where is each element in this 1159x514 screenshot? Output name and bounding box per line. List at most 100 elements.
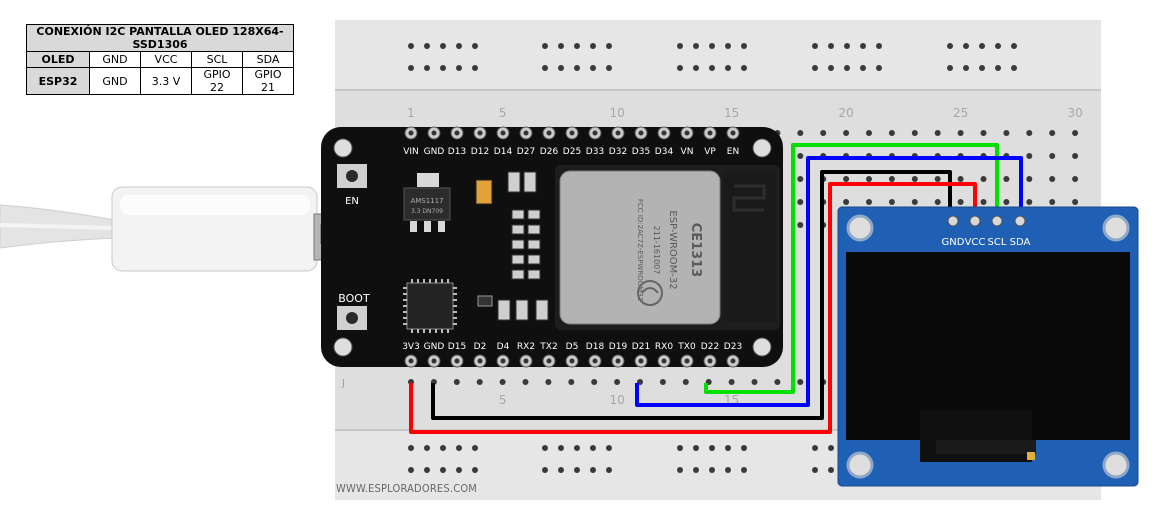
usb-cable <box>0 186 371 272</box>
grid-hole <box>888 130 895 136</box>
smd-component <box>511 209 525 220</box>
grid-hole <box>499 379 506 385</box>
connection-table: CONEXIÓN I2C PANTALLA OLED 128X64-SSD130… <box>26 24 294 95</box>
oled-pin-pad <box>991 215 1003 227</box>
rail-hole <box>574 467 580 473</box>
header-pin-hole <box>661 358 667 364</box>
rail-hole <box>677 43 683 49</box>
pin-label: TX2 <box>539 342 557 352</box>
rail-hole <box>574 445 580 451</box>
header-pin-hole <box>477 130 483 136</box>
grid-hole <box>1026 130 1033 136</box>
chip-pin <box>417 279 419 283</box>
regulator-leg <box>410 221 417 232</box>
regulator <box>403 187 451 221</box>
grid-hole <box>888 199 895 205</box>
header-pin-hole <box>523 130 529 136</box>
rail-hole <box>709 65 715 71</box>
pin-label: D12 <box>471 147 489 157</box>
rail-hole <box>844 65 850 71</box>
grid-hole <box>957 176 964 182</box>
chip-pin <box>453 305 457 307</box>
grid-hole <box>866 130 872 136</box>
chip-pin <box>403 305 407 307</box>
rail-hole <box>677 445 683 451</box>
row-header: OLED <box>26 51 90 68</box>
smd-component <box>497 299 511 321</box>
table-cell: GND <box>89 67 141 95</box>
header-pin-hole <box>707 130 713 136</box>
oled-mounting-hole <box>1102 451 1130 479</box>
column-number: 5 <box>499 106 507 120</box>
rail-hole <box>828 445 834 451</box>
rail-hole <box>590 43 596 49</box>
grid-hole <box>659 379 666 385</box>
chip-pin <box>403 287 407 289</box>
header-pin-hole <box>684 130 690 136</box>
mounting-hole <box>333 138 353 158</box>
grid-hole <box>1003 199 1010 205</box>
rail-hole <box>812 467 818 473</box>
grid-hole <box>797 379 804 385</box>
rail-hole <box>440 43 446 49</box>
smd-component <box>515 299 529 321</box>
pin-label: VIN <box>403 147 419 157</box>
pin-label: EN <box>727 147 739 157</box>
grid-hole <box>1072 153 1079 159</box>
pin-label: D21 <box>632 342 650 352</box>
rail-hole <box>828 467 834 473</box>
grid-hole <box>866 176 872 182</box>
rail-hole <box>424 467 430 473</box>
pin-label: D4 <box>497 342 510 352</box>
watermark: WWW.ESPLORADORES.COM <box>336 482 478 495</box>
rail-hole <box>590 65 596 71</box>
pin-label: RX0 <box>655 342 673 352</box>
rail-hole <box>1011 65 1017 71</box>
mounting-hole <box>333 337 353 357</box>
oled-pin-label: SDA <box>1010 237 1031 248</box>
rail-hole <box>1011 43 1017 49</box>
header-pin-hole <box>730 358 736 364</box>
rail-hole <box>860 43 866 49</box>
pin-label: D19 <box>609 342 628 352</box>
rail-hole <box>408 445 414 451</box>
rail-hole <box>574 65 580 71</box>
chip-pin <box>403 323 407 325</box>
rail-hole <box>741 445 747 451</box>
table-cell: GND <box>89 51 141 68</box>
header-pin-hole <box>500 358 506 364</box>
grid-hole <box>1049 199 1056 205</box>
oled-pin-label: SCL <box>988 237 1007 248</box>
rail-hole <box>440 445 446 451</box>
header-pin-hole <box>431 358 437 364</box>
rail-hole <box>606 65 612 71</box>
regulator-sublabel: 3.3 DN709 <box>411 208 443 215</box>
header-pin-hole <box>477 358 483 364</box>
rail-hole <box>876 65 882 71</box>
power-rail-top <box>335 20 1101 90</box>
rail-hole <box>741 65 747 71</box>
grid-hole <box>866 199 872 205</box>
rail-hole <box>590 467 596 473</box>
pin-label: RX2 <box>517 342 535 352</box>
column-number: 10 <box>609 106 624 120</box>
oled-pin-label: GND <box>942 237 965 248</box>
smd-component <box>527 209 541 220</box>
grid-hole <box>1049 153 1056 159</box>
rail-hole <box>828 43 834 49</box>
column-number: 15 <box>724 106 739 120</box>
header-pin-hole <box>661 130 667 136</box>
row-header: ESP32 <box>26 67 90 95</box>
rail-hole <box>424 43 430 49</box>
rail-hole <box>472 43 478 49</box>
chip-pin <box>411 329 413 333</box>
smd-component <box>527 254 541 265</box>
rail-hole <box>693 467 699 473</box>
smd-component <box>511 239 525 250</box>
chip-pin <box>441 329 443 333</box>
column-number: 30 <box>1067 106 1082 120</box>
rail-hole <box>693 445 699 451</box>
